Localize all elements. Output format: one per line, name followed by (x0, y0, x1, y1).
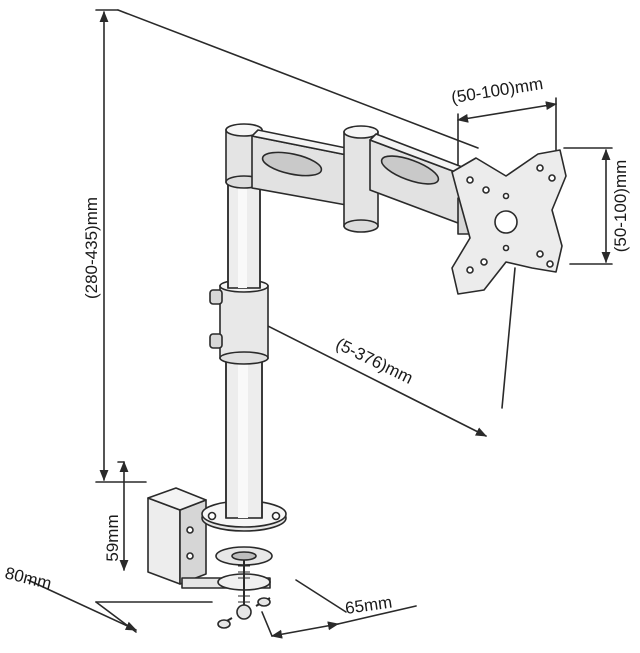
vesa-plate (451, 149, 567, 295)
clamp-depth-label: 80mm (3, 563, 53, 593)
clamp-height-label: 59mm (103, 514, 122, 561)
clamp-height-dimension (117, 460, 129, 572)
vesa-horizontal-dimension (456, 97, 558, 171)
elbow-joint (343, 125, 379, 233)
clamp-depth-dimension (27, 579, 213, 633)
vesa-vertical-label: (50-100)mm (611, 160, 630, 253)
height-dimension (95, 9, 479, 483)
vesa-horizontal-label: (50-100)mm (450, 74, 544, 107)
clamp-width-label: 65mm (344, 593, 393, 618)
clamp-width-dimension (261, 579, 417, 639)
second-arm (369, 133, 475, 235)
upper-pole (227, 169, 261, 289)
height-collar (209, 279, 269, 365)
lower-pole (225, 349, 263, 519)
desk-clamp (147, 487, 287, 629)
height-range-label: (280-435)mm (82, 197, 101, 299)
first-arm (251, 129, 357, 207)
vesa-vertical-dimension (563, 147, 613, 265)
